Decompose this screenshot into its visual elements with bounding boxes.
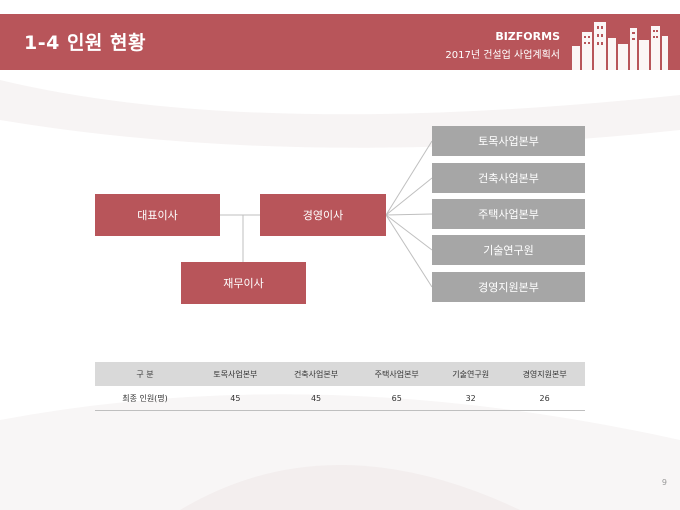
management-director-box: 경영이사 (260, 194, 386, 236)
table-header-cell: 주택사업본부 (356, 362, 438, 386)
table-header-cell: 경영지원본부 (504, 362, 585, 386)
table-row: 최종 인원(명) 45 45 65 32 26 (95, 386, 585, 411)
division-civil-box: 토목사업본부 (432, 126, 585, 156)
ceo-box: 대표이사 (95, 194, 220, 236)
table-cell: 45 (195, 386, 276, 411)
table-header-cell: 건축사업본부 (275, 362, 357, 386)
table-header-cell: 토목사업본부 (195, 362, 276, 386)
table-cell: 26 (504, 386, 585, 411)
page-number: 9 (661, 478, 667, 487)
division-architecture-box: 건축사업본부 (432, 163, 585, 193)
table-header-row: 구 분 토목사업본부 건축사업본부 주택사업본부 기술연구원 경영지원본부 (95, 362, 585, 386)
header-bar: 1-4 인원 현황 BIZFORMS 2017년 건설업 사업계획서 (0, 14, 680, 70)
finance-director-box: 재무이사 (181, 262, 306, 304)
staffing-table: 구 분 토목사업본부 건축사업본부 주택사업본부 기술연구원 경영지원본부 최종… (95, 362, 585, 411)
table-cell: 45 (275, 386, 357, 411)
table-cell: 최종 인원(명) (95, 386, 195, 411)
division-support-box: 경영지원본부 (432, 272, 585, 302)
division-housing-box: 주택사업본부 (432, 199, 585, 229)
table-header-cell: 구 분 (95, 362, 195, 386)
table-cell: 65 (356, 386, 438, 411)
document-subtitle: 2017년 건설업 사업계획서 (445, 50, 560, 61)
brand-name: BIZFORMS (495, 30, 560, 43)
page-title: 1-4 인원 현황 (24, 32, 146, 54)
city-skyline-icon (572, 22, 668, 72)
table-header-cell: 기술연구원 (437, 362, 505, 386)
table-cell: 32 (437, 386, 505, 411)
division-research-box: 기술연구원 (432, 235, 585, 265)
